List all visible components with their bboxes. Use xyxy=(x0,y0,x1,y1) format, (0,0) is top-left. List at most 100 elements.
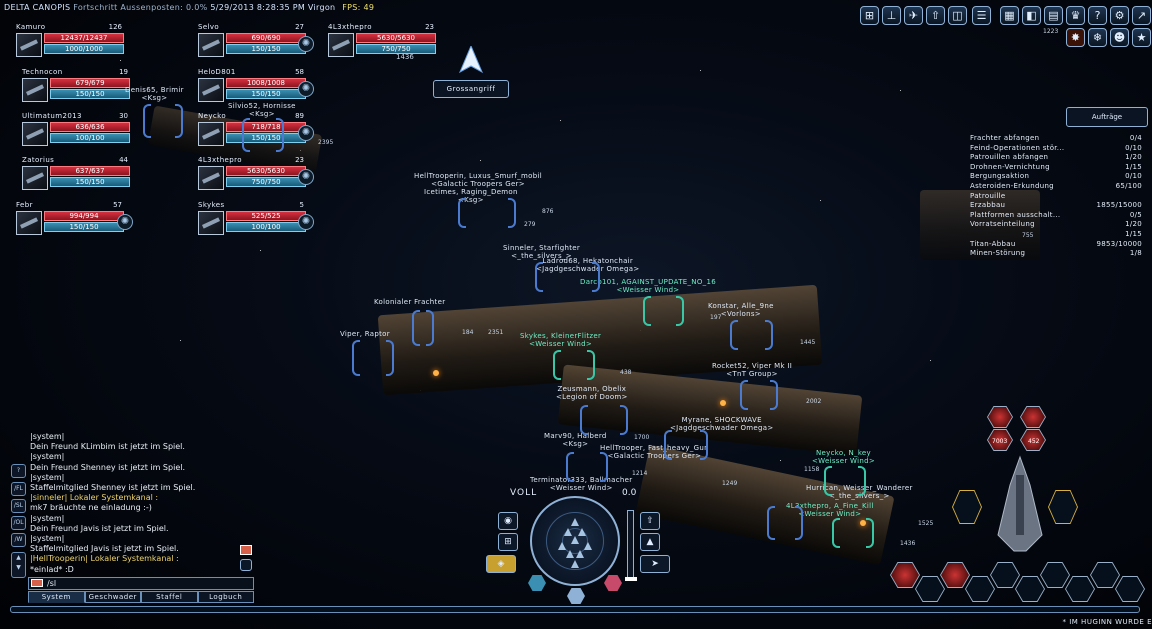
mission-row[interactable]: Patrouille xyxy=(970,192,1142,202)
squad-member-card[interactable]: 4L3xthepro 23 5630/5630 750/750 xyxy=(196,156,306,194)
repair-skill-icon[interactable] xyxy=(567,588,585,604)
exit-icon[interactable]: ↗ xyxy=(1132,6,1151,25)
trophy-icon[interactable]: ♛ xyxy=(1066,6,1085,25)
ability-slot[interactable] xyxy=(987,429,1013,451)
space-target-label[interactable]: Skykes, KleinerFlitzer<Weisser Wind> xyxy=(520,332,601,348)
radar-minimap[interactable] xyxy=(530,496,620,586)
squad-member-card[interactable]: Febr 57 994/994 150/150 xyxy=(14,201,124,239)
chat-help-button[interactable]: ? xyxy=(11,464,26,478)
space-target-label[interactable]: Denis65, Brimir<Ksg> xyxy=(125,86,184,102)
grossangriff-icon[interactable] xyxy=(458,44,484,74)
pilot-icon[interactable]: ☻ xyxy=(1110,28,1129,47)
space-target-label[interactable]: Marv90, Halberd<Ksg> xyxy=(544,432,607,448)
autopilot-button[interactable]: ◉ xyxy=(498,512,518,530)
space-target-label[interactable]: Icetimes, Raging_Demon<Ksg> xyxy=(424,188,518,204)
shield-skill-icon[interactable] xyxy=(528,575,546,591)
squad-member-card[interactable]: Neycko 89 718/718 150/150 xyxy=(196,112,306,150)
space-target-label[interactable]: Rocket52, Viper Mk II<TnT Group> xyxy=(712,362,792,378)
settings-gear-icon[interactable]: ✺ xyxy=(298,81,314,97)
space-target-label[interactable]: Kolonialer Frachter xyxy=(374,298,445,306)
squad-member-card[interactable]: Ultimatum2013 30 636/636 100/100 xyxy=(20,112,130,150)
space-target-label[interactable]: Darco101, AGAINST_UPDATE_NO_16<Weisser W… xyxy=(580,278,716,294)
space-target-label[interactable]: Ladrod68, Hekatonchair<Jagdgeschwader Om… xyxy=(536,257,640,273)
space-target-label[interactable]: HellTrooperin, Luxus_Smurf_mobil<Galacti… xyxy=(414,172,542,188)
settings-gear-icon[interactable]: ✺ xyxy=(298,125,314,141)
emote-icon[interactable] xyxy=(240,559,252,571)
mission-row[interactable]: Feind-Operationen stör...0/10 xyxy=(970,144,1142,154)
space-target-label[interactable]: 4L3xthepro, A_Fine_Kill<Weisser Wind> xyxy=(786,502,874,518)
cargo-icon[interactable]: ◧ xyxy=(1022,6,1041,25)
squad-member-card[interactable]: Skykes 5 525/525 100/100 xyxy=(196,201,306,239)
snowflake-icon[interactable]: ❄ xyxy=(1088,28,1107,47)
map-icon[interactable]: ◫ xyxy=(948,6,967,25)
hyperjump-button[interactable]: ➤ xyxy=(640,555,670,573)
space-target-label[interactable]: Myrane, SHOCKWAVE<Jagdgeschwader Omega> xyxy=(670,416,774,432)
settings-gear-icon[interactable]: ✺ xyxy=(298,214,314,230)
space-target-label[interactable]: Silvio52, Hornisse<Ksg> xyxy=(228,102,296,118)
options-icon[interactable]: ⚙ xyxy=(1110,6,1129,25)
grossangriff-button[interactable]: Grossangriff xyxy=(433,80,509,98)
ability-slot[interactable] xyxy=(987,406,1013,428)
squad-member-card[interactable]: Kamuro 126 12437/12437 1000/1000 xyxy=(14,23,124,61)
space-target-label[interactable]: Hurrican, Weisser_Wanderer<_the_silvers_… xyxy=(806,484,913,500)
language-flag-icon[interactable] xyxy=(31,579,43,587)
quest-icon[interactable]: ▤ xyxy=(1044,6,1063,25)
space-target-label[interactable]: Sinneler, Starfighter<_the_silvers_> xyxy=(503,244,580,260)
settings-gear-icon[interactable]: ✺ xyxy=(298,36,314,52)
space-target-label[interactable]: Terminator333, Ballmacher<Weisser Wind> xyxy=(530,476,632,492)
space-target-label[interactable]: Konstar, Alle_9ne<Vorlons> xyxy=(708,302,774,318)
squad-member-card[interactable]: Technocon 19 679/679 150/150 xyxy=(20,68,130,106)
target-up-button[interactable]: ⇧ xyxy=(640,512,660,530)
tab-geschwader[interactable]: Geschwader xyxy=(84,591,141,603)
chat-channel-ol[interactable]: /OL xyxy=(11,516,26,530)
inventory-icon[interactable]: ▦ xyxy=(1000,6,1019,25)
ability-slot[interactable] xyxy=(1020,429,1046,451)
hangar-icon[interactable]: ⊞ xyxy=(860,6,879,25)
chat-input[interactable]: /sl xyxy=(28,577,254,590)
settings-gear-icon[interactable]: ✺ xyxy=(117,214,133,230)
ship-icon[interactable]: ⇧ xyxy=(926,6,945,25)
target-group-button[interactable]: ▲ xyxy=(640,533,660,551)
flag-icon[interactable] xyxy=(240,545,252,555)
space-target-label[interactable]: Neycko, N_key<Weisser Wind> xyxy=(812,449,875,465)
fire-icon[interactable]: ✸ xyxy=(1066,28,1085,47)
squad-member-card[interactable]: Zatorius 44 637/637 150/150 xyxy=(20,156,130,194)
help-icon[interactable]: ? xyxy=(1088,6,1107,25)
settings-gear-icon[interactable]: ✺ xyxy=(298,169,314,185)
missions-button[interactable]: Aufträge xyxy=(1066,107,1148,127)
player-ship-icon[interactable] xyxy=(990,455,1050,555)
squad-member-card[interactable]: HeloD801 58 1008/1008 150/150 xyxy=(196,68,306,106)
tab-logbuch[interactable]: Logbuch xyxy=(197,591,254,603)
space-target-label[interactable]: Viper, Raptor xyxy=(340,330,390,338)
chat-channel-w[interactable]: /W xyxy=(11,533,26,547)
fleet-icon[interactable]: ✈ xyxy=(904,6,923,25)
squad-member-card[interactable]: Selvo 27 690/690 150/150 xyxy=(196,23,306,61)
boost-button[interactable]: ◈ xyxy=(486,555,516,573)
throttle-slider[interactable] xyxy=(625,510,637,581)
star-icon[interactable]: ★ xyxy=(1132,28,1151,47)
throttle-handle[interactable] xyxy=(625,577,637,581)
formation-button[interactable]: ⊞ xyxy=(498,533,518,551)
station-icon[interactable]: ⊥ xyxy=(882,6,901,25)
space-target-label[interactable]: Zeusmann, Obelix<Legion of Doom> xyxy=(556,385,628,401)
chat-channel-sl[interactable]: /SL xyxy=(11,499,26,513)
mission-row[interactable]: 1/15 xyxy=(970,230,1142,240)
tab-staffel[interactable]: Staffel xyxy=(141,591,198,603)
chat-channel-fl[interactable]: /FL xyxy=(11,482,26,496)
emp-skill-icon[interactable] xyxy=(604,575,622,591)
chat-scroll-arrows[interactable]: ▲▼ xyxy=(11,552,26,578)
clan-icon[interactable]: ☰ xyxy=(972,6,991,25)
squad-member-card[interactable]: 4L3xthepro 23 5630/5630 750/750 xyxy=(326,23,436,61)
mission-row[interactable]: Plattformen ausschalt...0/5 xyxy=(970,211,1142,221)
tab-system[interactable]: System xyxy=(28,591,85,603)
space-target-label[interactable]: HellTrooper, Fast_heavy_Gun<Galactic Tro… xyxy=(600,444,709,460)
ability-slot[interactable] xyxy=(1020,406,1046,428)
